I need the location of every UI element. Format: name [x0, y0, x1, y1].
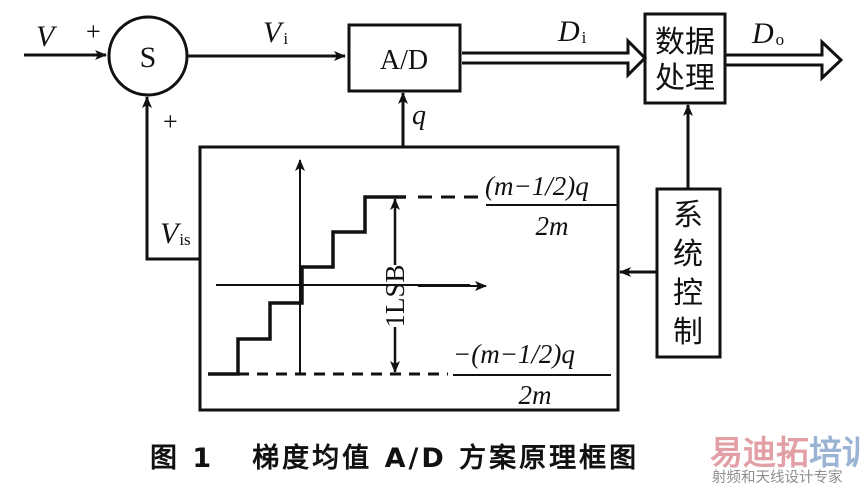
adc-block [347, 23, 462, 93]
system-control-char-1: 系 [673, 198, 703, 233]
upper-level-denominator: 2m [536, 211, 569, 241]
di-bus-arrow [462, 37, 648, 79]
do-bus-arrow [726, 38, 844, 82]
system-control-char-2: 统 [673, 237, 703, 272]
vis-feedback-arrow [142, 96, 200, 261]
adc-label: A/D [380, 45, 428, 76]
watermark-logo: 易迪拓培训 [710, 433, 861, 472]
summer-label: S [140, 41, 157, 74]
lower-level-denominator: 2m [519, 380, 552, 410]
staircase-waveform [208, 195, 406, 376]
watermark: 易迪拓培训 射频和天线设计专家 [706, 426, 861, 486]
q-label: q [412, 100, 426, 131]
figure-number: 图 1 [150, 443, 215, 474]
lsb-label: 1LSB [380, 264, 410, 327]
lower-level-numerator: −(m−1/2)q [453, 339, 575, 369]
data-processing-block [643, 12, 727, 105]
data-processing-label-line1: 数据 [655, 25, 715, 60]
figure-caption-text: 梯度均值 A/D 方案原理框图 [252, 443, 640, 474]
sum-plus-top: + [86, 17, 101, 46]
data-processing-label-line2: 处理 [655, 61, 715, 96]
figure-caption: 图 1 梯度均值 A/D 方案原理框图 [150, 436, 639, 476]
system-control-char-3: 控 [673, 276, 703, 311]
sum-plus-bottom: + [163, 107, 178, 136]
watermark-subtitle: 射频和天线设计专家 [712, 470, 843, 486]
dither-generator-block [198, 145, 620, 412]
upper-level-numerator: (m−1/2)q [485, 171, 589, 201]
input-signal-label: V [36, 20, 58, 53]
system-control-char-4: 制 [673, 315, 703, 350]
vis-label: Vis [160, 217, 191, 250]
